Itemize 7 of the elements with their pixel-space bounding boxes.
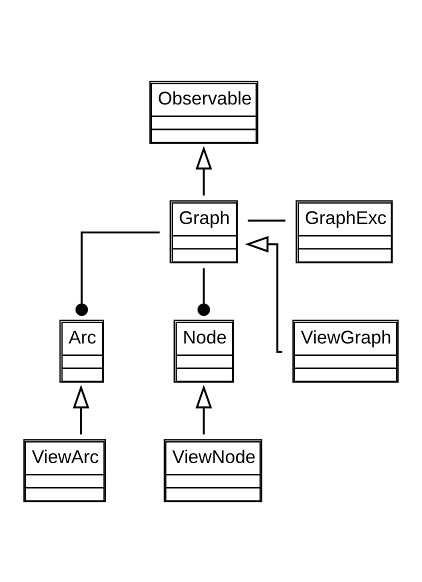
- arrow: [196, 145, 212, 196]
- connector: [75, 230, 160, 316]
- arrow: [72, 384, 90, 434]
- connector: [198, 268, 210, 316]
- arrow: [244, 235, 282, 352]
- connector: [248, 219, 286, 222]
- arrow: [196, 384, 212, 434]
